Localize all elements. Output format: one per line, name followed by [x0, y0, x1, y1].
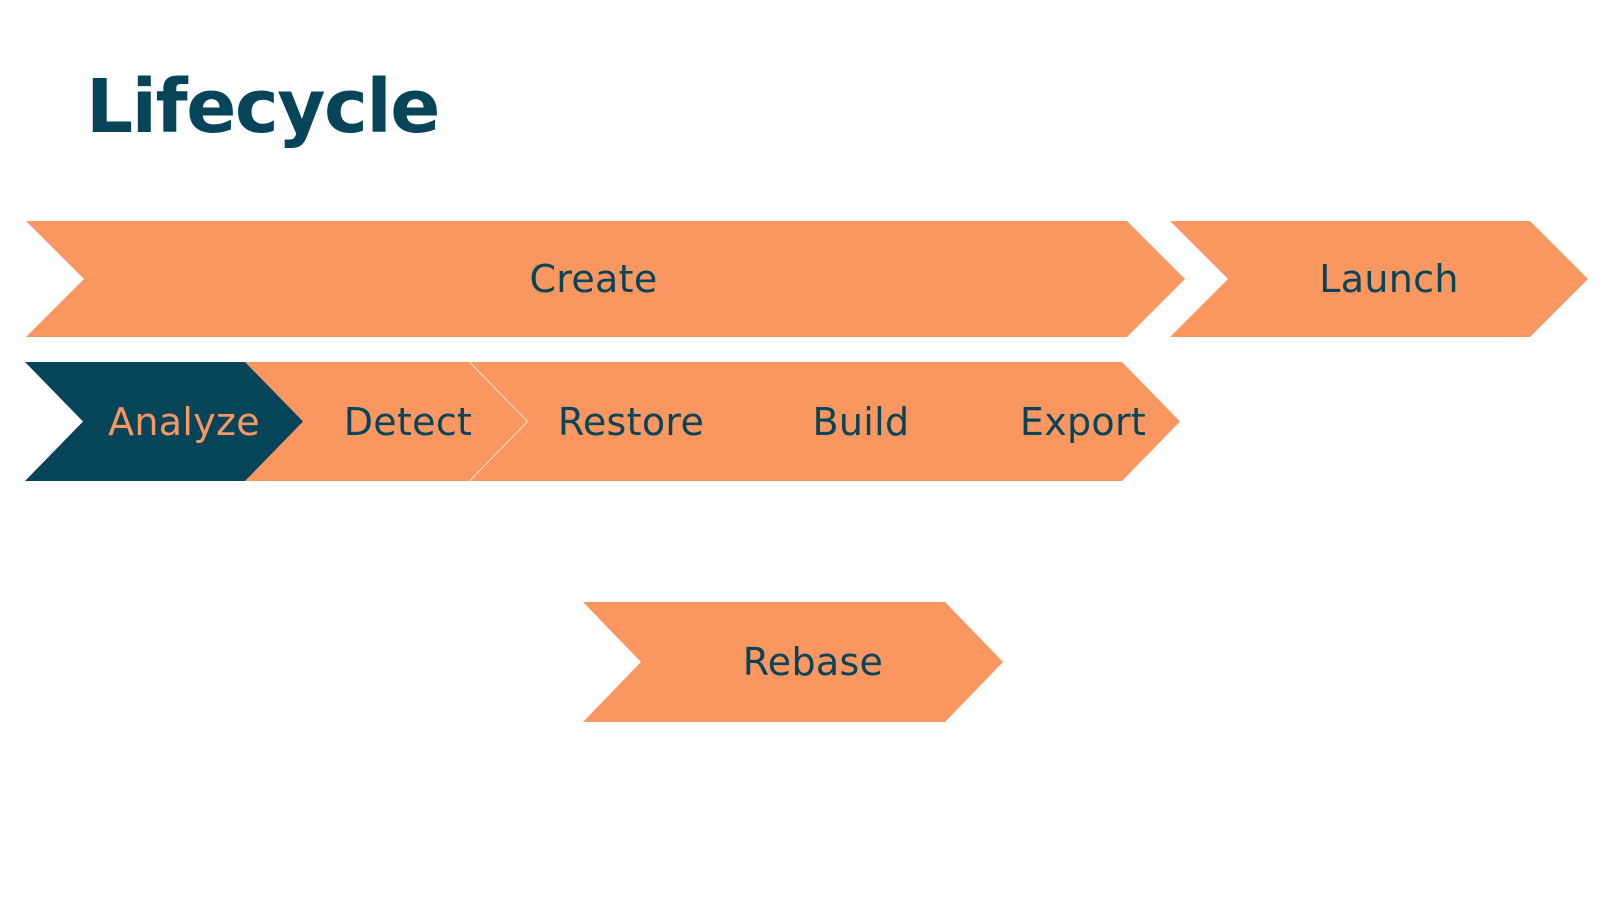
chevron-stage-create[interactable]: Create — [26, 221, 1185, 337]
chevron-label-restore: Restore — [557, 399, 705, 444]
chevron-label-rebase: Rebase — [742, 640, 884, 684]
chevron-label-build: Build — [812, 399, 910, 444]
chevron-stage-launch[interactable]: Launch — [1170, 221, 1588, 337]
chevron-stage-rebase[interactable]: Rebase — [583, 602, 1003, 722]
chevron-label-launch: Launch — [1319, 257, 1459, 301]
chevron-label-create: Create — [529, 257, 658, 301]
chevron-label-analyze: Analyze — [108, 399, 260, 444]
page-title: Lifecycle — [86, 64, 440, 150]
chevron-stage-build[interactable]: Build — [687, 362, 979, 481]
chevron-label-export: Export — [1019, 399, 1147, 444]
chevron-label-detect: Detect — [343, 399, 473, 444]
